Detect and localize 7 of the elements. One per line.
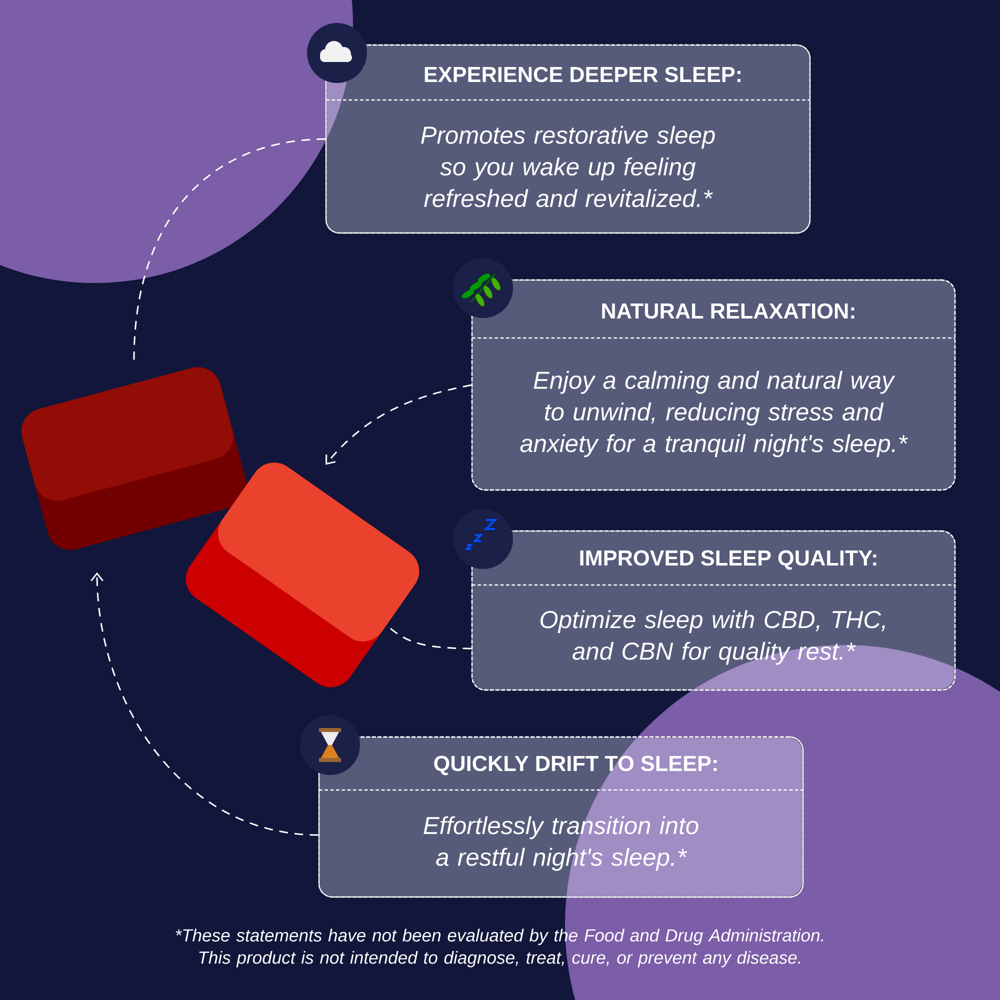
arrow bbox=[326, 384, 472, 465]
arrow bbox=[90, 572, 318, 836]
info-box: EXPERIENCE DEEPER SLEEP: Promotes restorative sleep so you wake up feeling refreshed and revitalized.* bbox=[325, 44, 811, 234]
info-box: IMPROVED SLEEP QUALITY: Optimize sleep with CBD, THC, and CBN for quality rest.* bbox=[471, 530, 956, 691]
info-box: NATURAL RELAXATION: Enjoy a calming and natural way to unwind, reducing stress and anxiety for a tranquil night's sleep.* bbox=[471, 279, 956, 491]
gummy-drawing bbox=[21, 367, 247, 550]
gummy-drawing bbox=[186, 462, 420, 688]
